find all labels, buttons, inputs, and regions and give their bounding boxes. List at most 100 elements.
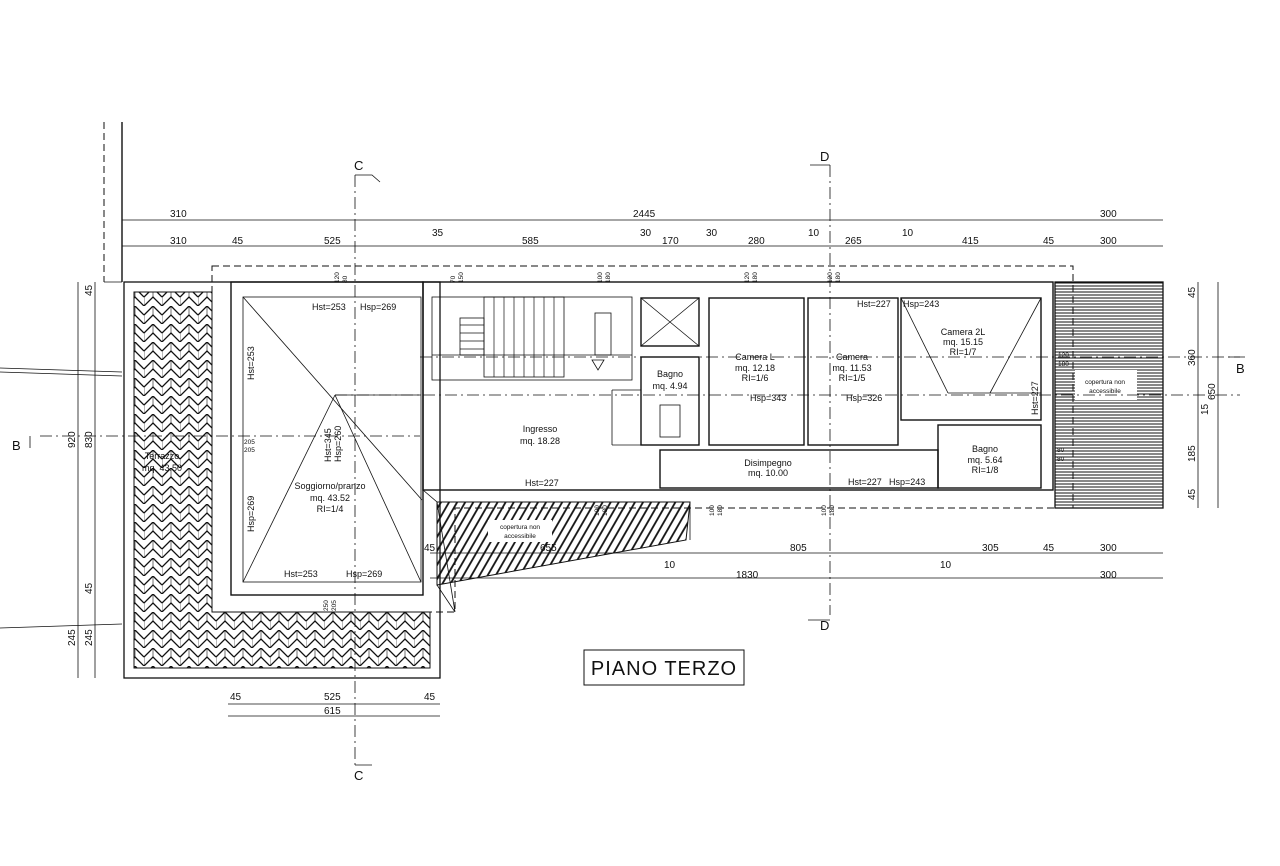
dim-top-total-2: 2445 <box>633 209 656 220</box>
room-bagno2-ri: RI=1/8 <box>972 465 999 475</box>
dim-bottom-10: 300 <box>1100 570 1117 581</box>
dim-bottom-left-3: 45 <box>424 692 436 703</box>
height-hst-227-side: Hst=227 <box>1030 381 1040 415</box>
dim-top-detail-13: 415 <box>962 236 979 247</box>
height-hst-253-top: Hst=253 <box>312 302 346 312</box>
copertura-right-line1: copertura non <box>1085 379 1125 386</box>
dim-right-3: 15 <box>1200 403 1211 415</box>
site-boundary <box>0 122 123 629</box>
wall-note-9: 120 <box>827 272 834 283</box>
dim-top-detail-1: 310 <box>170 236 187 247</box>
wall-note-23: 250 <box>323 600 330 611</box>
dim-top-total-3: 300 <box>1100 209 1117 220</box>
wall-note-17: 120 <box>1058 352 1069 359</box>
dim-left-5: 245 <box>67 629 78 646</box>
section-mark-d-bottom: D <box>820 618 829 633</box>
room-camera-ri: RI=1/5 <box>839 373 866 383</box>
room-camera-l-name: Camera L <box>735 352 775 362</box>
sloped-roof-hatch <box>422 489 691 613</box>
height-hsp-243-disimpegno: Hsp=243 <box>889 477 925 487</box>
dim-top-detail-11: 265 <box>845 236 862 247</box>
height-hst-253-bottom: Hst=253 <box>284 569 318 579</box>
dim-bottom-9: 1830 <box>736 570 759 581</box>
room-camera-2l-name: Camera 2L <box>941 327 986 337</box>
dim-top-total-1: 310 <box>170 209 187 220</box>
height-hsp-269-top: Hsp=269 <box>360 302 396 312</box>
dim-right-5: 185 <box>1187 445 1198 462</box>
height-hsp-260: Hsp=260 <box>333 426 343 462</box>
dim-bottom-5: 305 <box>982 543 999 554</box>
height-hst-227-top: Hst=227 <box>857 299 891 309</box>
height-hsp-326: Hsp=326 <box>846 393 882 403</box>
wall-note-7: 120 <box>744 272 751 283</box>
height-hst-253-side: Hst=253 <box>246 346 256 380</box>
wall-note-8: 180 <box>752 272 759 283</box>
dim-top-detail-10: 10 <box>808 228 820 239</box>
section-mark-d-top: D <box>820 149 829 164</box>
height-hst-227-hall: Hst=227 <box>525 478 559 488</box>
dim-bottom-8: 10 <box>940 560 952 571</box>
dim-top-detail-4: 35 <box>432 228 444 239</box>
room-bagno2-name: Bagno <box>972 444 998 454</box>
dim-bottom-left-4: 615 <box>324 706 341 717</box>
wall-note-5: 100 <box>597 272 604 283</box>
wall-note-18: 180 <box>1058 361 1069 368</box>
room-bagno2-area: mq. 5.64 <box>967 455 1002 465</box>
dim-top-detail-6: 30 <box>640 228 652 239</box>
room-camera-area: mq. 11.53 <box>832 363 871 373</box>
room-soggiorno-ri: RI=1/4 <box>317 504 344 514</box>
wall-note-16: 180 <box>829 505 836 516</box>
copertura-bottom-line1: copertura non <box>500 524 540 531</box>
wall-note-22: 80 <box>1057 456 1065 463</box>
dim-top-detail-5: 585 <box>522 236 539 247</box>
dim-bottom-left-1: 45 <box>230 692 242 703</box>
dim-bottom-7: 300 <box>1100 543 1117 554</box>
dim-top-detail-9: 280 <box>748 236 765 247</box>
wall-note-21: 80 <box>1057 447 1065 454</box>
dim-top-detail-14: 45 <box>1043 236 1055 247</box>
section-mark-b-right: B <box>1236 361 1245 376</box>
dim-bottom-2: 655 <box>540 543 557 554</box>
room-disimpegno-area: mq. 10.00 <box>748 468 788 478</box>
height-hst-227-disimpegno: Hst=227 <box>848 477 882 487</box>
dimension-lines <box>77 219 1219 717</box>
room-camera-2l-area: mq. 15.15 <box>943 337 983 347</box>
room-terrazzo-name: Terrazzo <box>145 451 180 461</box>
dim-left-1: 45 <box>84 284 95 296</box>
room-bagno1-name: Bagno <box>657 369 683 379</box>
height-hsp-269-bottom: Hsp=269 <box>346 569 382 579</box>
dim-right-2: 360 <box>1187 349 1198 366</box>
dim-top-detail-8: 30 <box>706 228 718 239</box>
room-camera-l-area: mq. 12.18 <box>735 363 775 373</box>
dim-right-6: 45 <box>1187 488 1198 500</box>
room-camera-2l-ri: RI=1/7 <box>950 347 977 357</box>
wall-note-19: 205 <box>244 439 255 446</box>
room-ingresso-area: mq. 18.28 <box>520 436 560 446</box>
dim-top-detail-2: 45 <box>232 236 244 247</box>
wall-note-13: 100 <box>709 505 716 516</box>
height-hsp-343: Hsp=343 <box>750 393 786 403</box>
dim-bottom-left-2: 525 <box>324 692 341 703</box>
wall-note-24: 205 <box>331 600 338 611</box>
wall-note-14: 180 <box>717 505 724 516</box>
section-lines <box>29 164 1245 766</box>
dim-top-detail-12: 10 <box>902 228 914 239</box>
wall-note-1: 120 <box>334 272 341 283</box>
room-soggiorno-name: Soggiorno/pranzo <box>294 481 365 491</box>
dim-left-6: 245 <box>84 629 95 646</box>
wall-note-4: 150 <box>458 272 465 283</box>
dim-left-3: 830 <box>84 431 95 448</box>
drawing-title: PIANO TERZO <box>591 658 737 680</box>
dim-right-4: 650 <box>1207 383 1218 400</box>
wall-note-10: 180 <box>835 272 842 283</box>
dim-right-1: 45 <box>1187 286 1198 298</box>
height-hsp-243-top: Hsp=243 <box>903 299 939 309</box>
dim-left-2: 920 <box>67 431 78 448</box>
room-camera-name: Camera <box>836 352 868 362</box>
dim-top-detail-3: 525 <box>324 236 341 247</box>
central-walls <box>422 281 1054 491</box>
wall-note-2: 80 <box>342 275 349 283</box>
wall-note-11: 100 <box>594 505 601 516</box>
height-hsp-269-side: Hsp=269 <box>246 496 256 532</box>
dim-top-detail-7: 170 <box>662 236 679 247</box>
